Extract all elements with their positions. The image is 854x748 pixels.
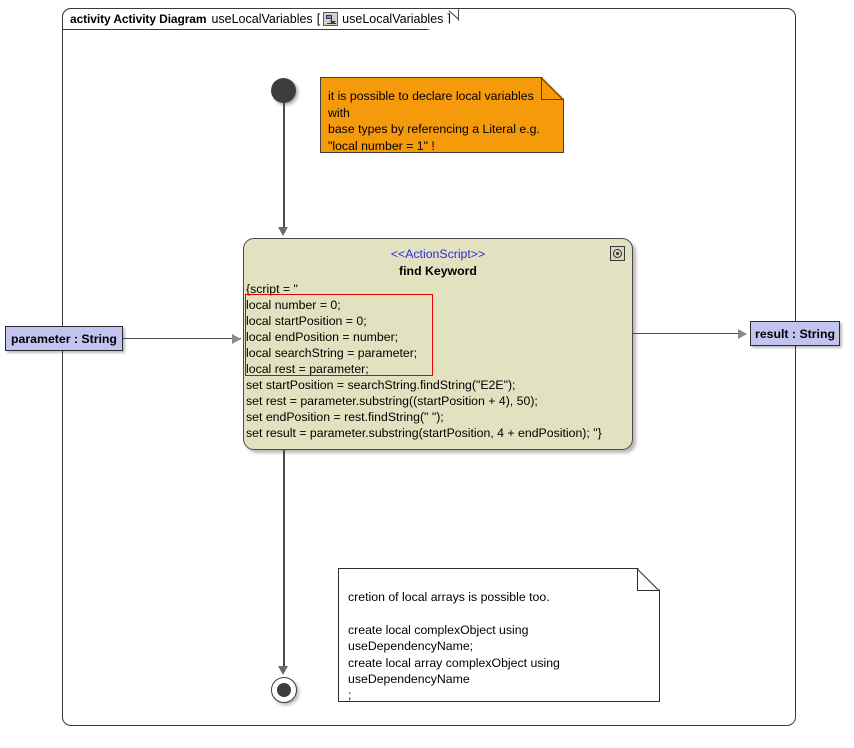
flow-arrowhead-into-action — [278, 227, 288, 236]
script-line: local startPosition = 0; — [246, 314, 367, 328]
gear-icon[interactable] — [610, 246, 625, 261]
action-node-find-keyword[interactable]: <<ActionScript>> find Keyword — [243, 238, 633, 450]
tab-angled-edge — [445, 9, 459, 29]
script-line: local number = 0; — [246, 298, 341, 312]
initial-node[interactable] — [271, 78, 296, 103]
local-variable-declarations-highlight — [245, 294, 433, 376]
flow-arrowhead-into-result — [738, 329, 747, 339]
note-local-variables-text: it is possible to declare local variable… — [328, 89, 540, 153]
action-node-title: find Keyword — [399, 264, 477, 278]
note-local-variables: it is possible to declare local variable… — [320, 77, 564, 153]
script-line: local searchString = parameter; — [246, 346, 418, 360]
activity-diagram-icon — [323, 12, 339, 26]
bracket-diagram-name: useLocalVariables — [342, 12, 444, 26]
activity-parameter-node-result[interactable]: result : String — [750, 321, 840, 346]
script-line: local rest = parameter; — [246, 362, 369, 376]
action-node-stereotype: <<ActionScript>> — [390, 247, 486, 261]
flow-edge-initial-to-action — [283, 103, 285, 229]
script-line: set rest = parameter.substring((startPos… — [246, 394, 538, 408]
script-line: set startPosition = searchString.findStr… — [246, 378, 516, 392]
script-line: {script = " — [246, 282, 298, 296]
script-line: local endPosition = number; — [246, 330, 399, 344]
diagram-name-label: useLocalVariables — [211, 12, 313, 26]
diagram-keyword-label: activity Activity Diagram — [70, 12, 207, 26]
activity-final-node[interactable] — [271, 677, 297, 703]
note-local-arrays-text: cretion of local arrays is possible too.… — [348, 590, 560, 703]
flow-edge-action-to-result — [633, 333, 746, 335]
script-line: set endPosition = rest.findString(" "); — [246, 410, 444, 424]
flow-edge-parameter-to-action — [123, 338, 241, 340]
bracket-open: [ — [316, 12, 321, 26]
script-line: set result = parameter.substring(startPo… — [246, 426, 602, 440]
flow-arrowhead-into-final — [278, 666, 288, 675]
diagram-frame-title-tab: activity Activity Diagram useLocalVariab… — [62, 8, 459, 30]
flow-arrowhead-into-action-left — [232, 334, 241, 344]
activity-parameter-node-parameter[interactable]: parameter : String — [5, 326, 123, 351]
note-local-arrays: cretion of local arrays is possible too.… — [338, 568, 660, 702]
flow-edge-action-to-final — [283, 450, 285, 672]
